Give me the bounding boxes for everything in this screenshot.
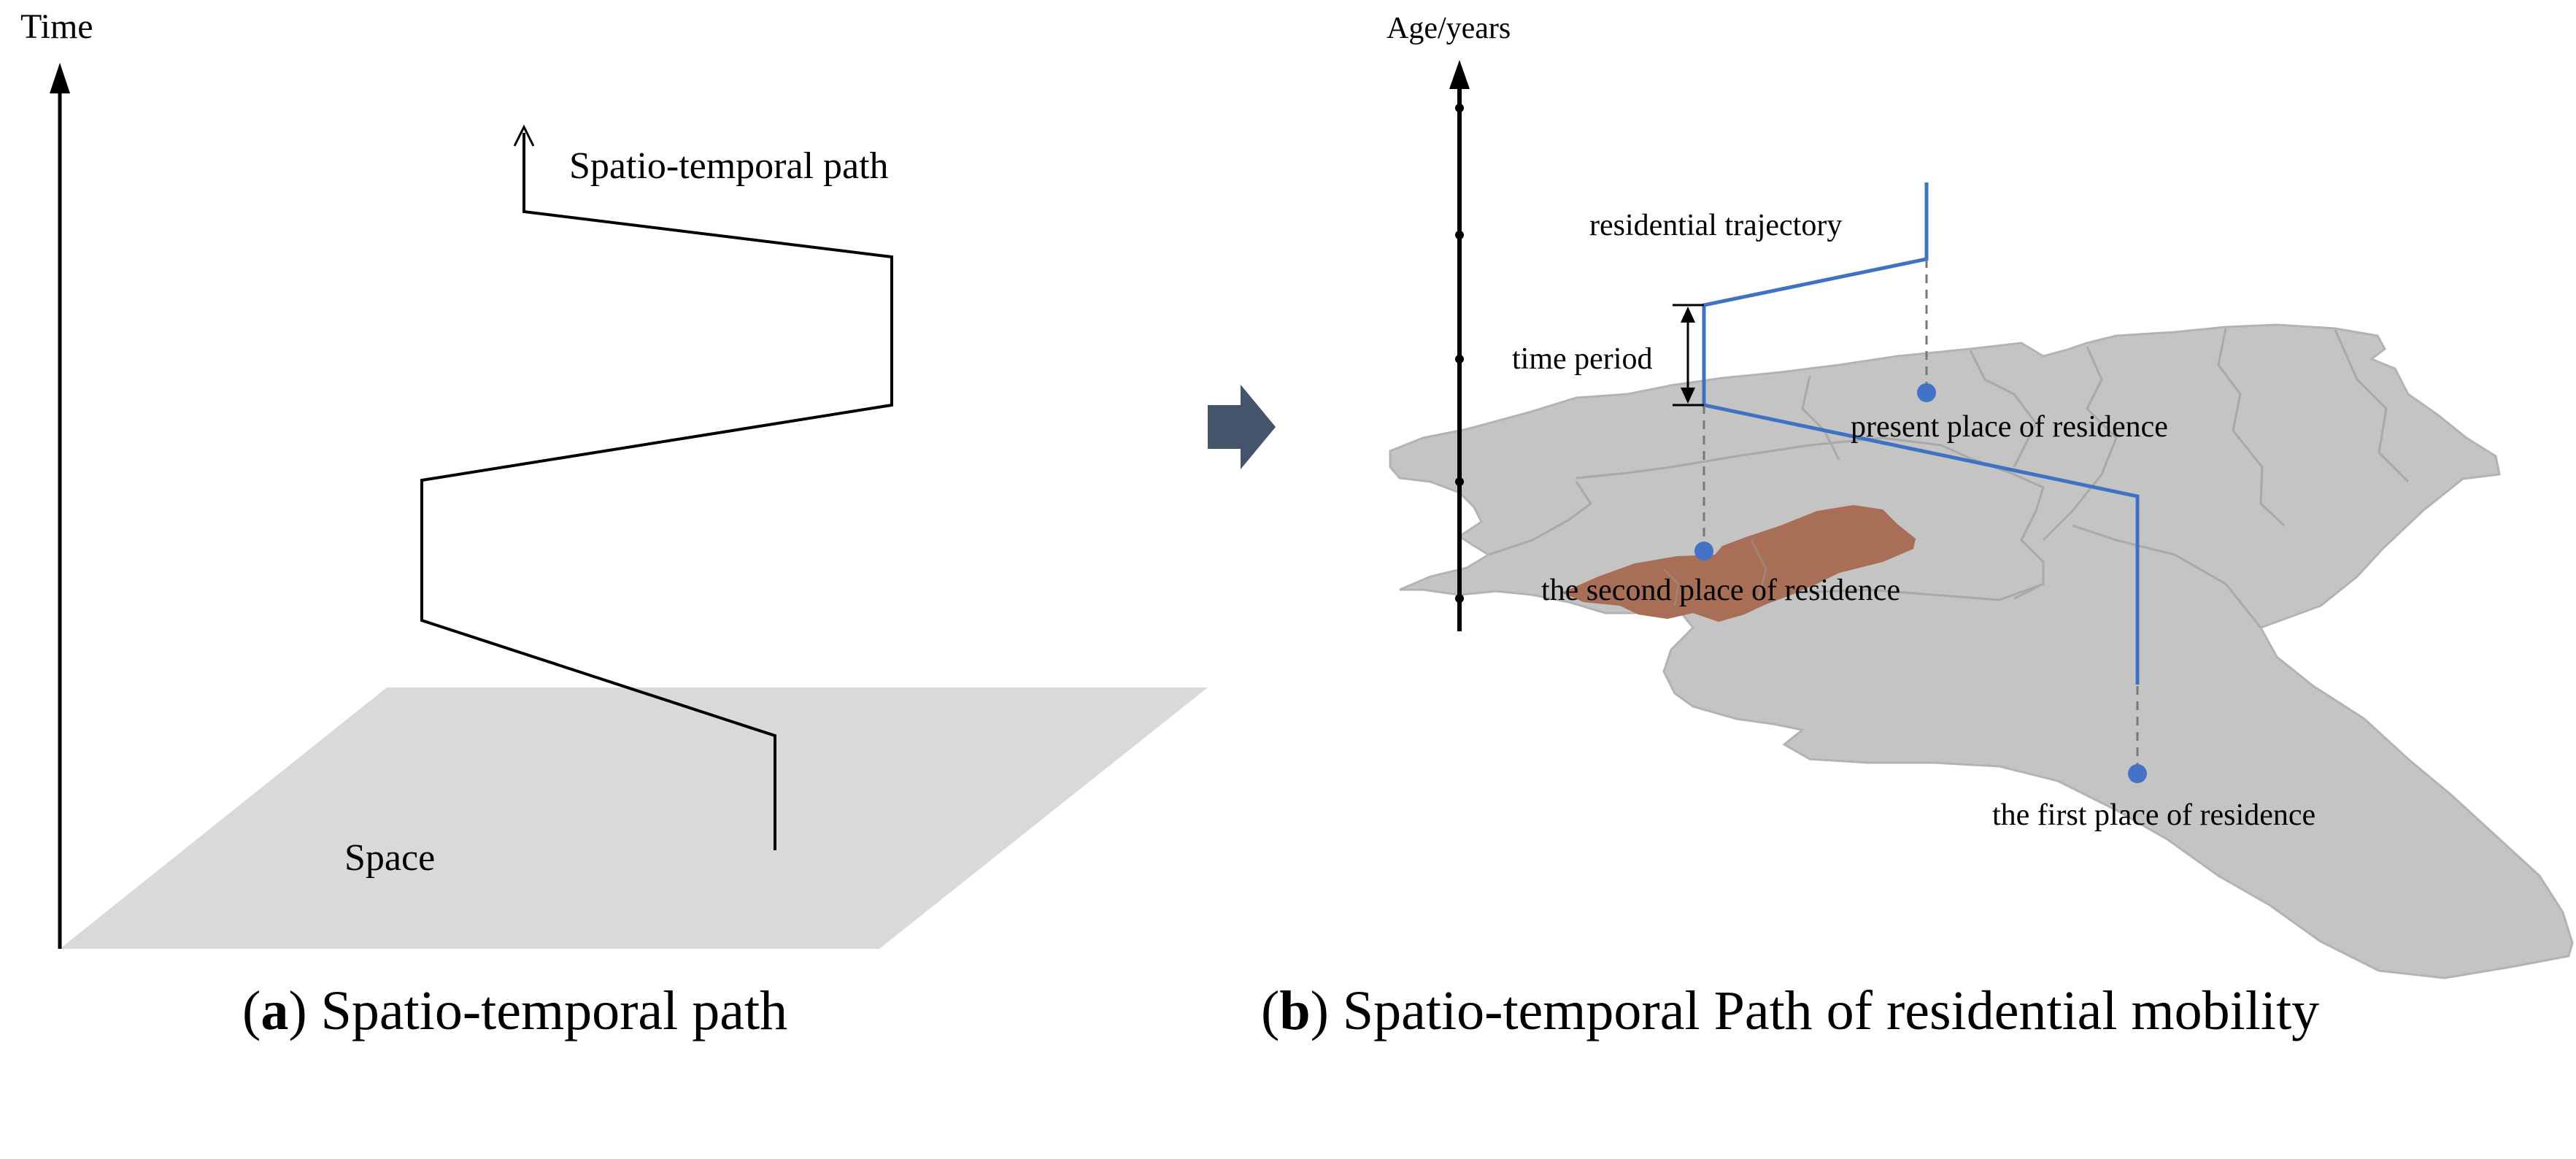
time-period-label: time period xyxy=(1512,342,1652,376)
age-axis-arrowhead xyxy=(1449,60,1470,89)
caption-b: (b) Spatio-temporal Path of residential … xyxy=(1261,980,2319,1041)
path-label: Spatio-temporal path xyxy=(569,145,889,187)
space-plane xyxy=(60,688,1208,949)
first-residence-point xyxy=(2128,764,2147,783)
space-label: Space xyxy=(344,837,435,879)
residential-trajectory-line xyxy=(1702,182,2140,685)
first-residence-label: the first place of residence xyxy=(1992,798,2315,832)
time-period-arrow-down-icon xyxy=(1681,388,1695,404)
time-axis-label: Time xyxy=(20,7,93,46)
projection-lines xyxy=(1702,259,2139,774)
second-residence-region xyxy=(1562,505,1916,622)
caption-a-text: Spatio-temporal path xyxy=(321,980,788,1041)
spatio-temporal-path-line xyxy=(420,133,893,850)
caption-b-text: Spatio-temporal Path of residential mobi… xyxy=(1343,980,2319,1041)
panel-b: Age/years residential trajectory time pe… xyxy=(1387,12,2574,979)
transition-arrow-icon xyxy=(1208,385,1276,469)
caption-a-letter: a xyxy=(261,980,288,1041)
trajectory-label: residential trajectory xyxy=(1589,209,1842,242)
map-region xyxy=(1389,323,2574,979)
second-residence-point xyxy=(1694,542,1713,561)
present-residence-label: present place of residence xyxy=(1851,410,2168,444)
present-residence-point xyxy=(1917,383,1936,402)
second-residence-region-inner-border xyxy=(1663,539,1767,607)
panel-a: Time Spatio-temporal path Space xyxy=(20,7,1208,949)
caption-a: (a) Spatio-temporal path xyxy=(242,980,787,1041)
path-arrowhead xyxy=(513,124,535,147)
age-axis-label: Age/years xyxy=(1387,12,1511,45)
age-axis-ticks xyxy=(1455,104,1464,603)
time-period-arrow-up-icon xyxy=(1681,307,1695,323)
caption-b-letter: b xyxy=(1279,980,1310,1041)
time-axis-arrowhead xyxy=(50,63,70,93)
district-borders xyxy=(1488,328,2410,628)
second-residence-label: the second place of residence xyxy=(1541,574,1900,607)
